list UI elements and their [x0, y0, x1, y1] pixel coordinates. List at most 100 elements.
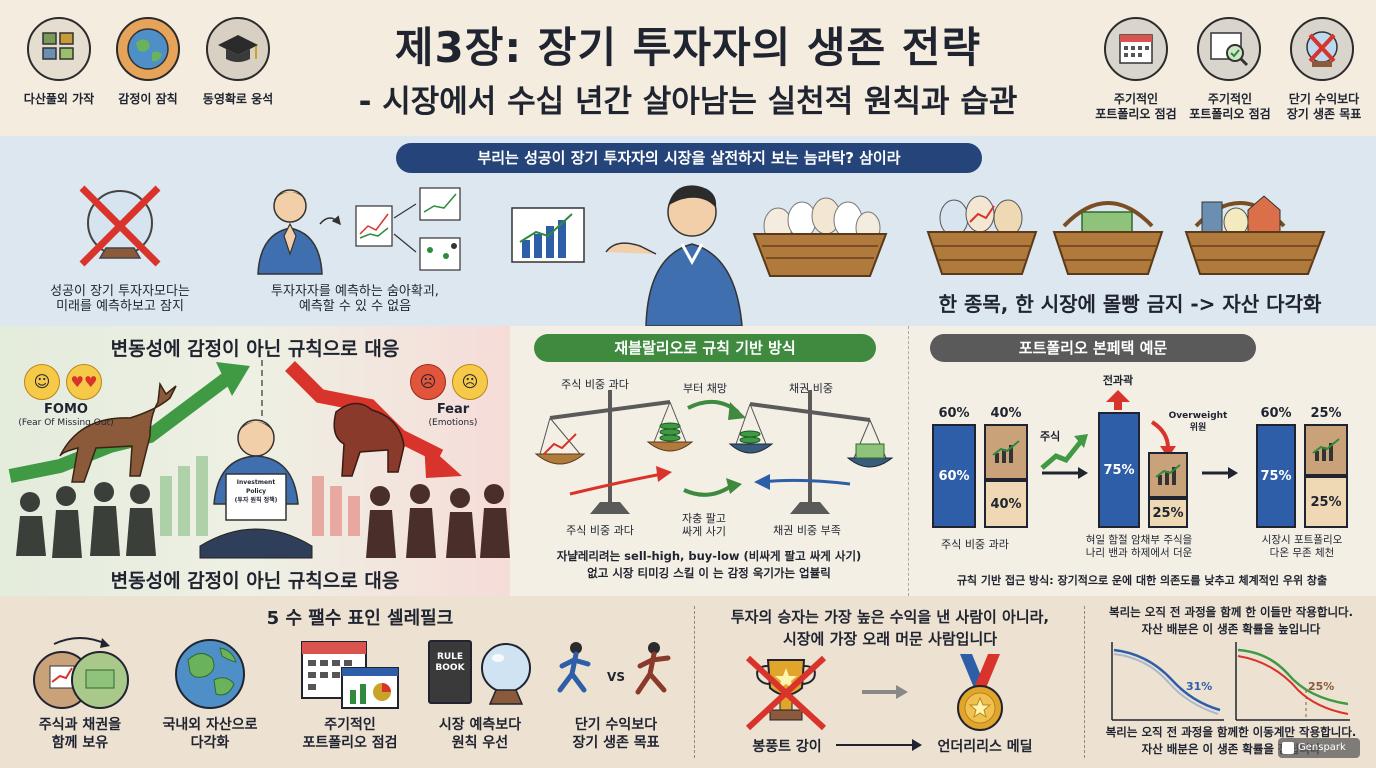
praying-person-icon — [257, 189, 323, 275]
label-bond-short: 채권 비중 부족 — [773, 524, 841, 537]
rule-book-label: RULE BOOK — [435, 652, 465, 673]
magnifier-icon — [1197, 17, 1261, 81]
angry-emoji-icon: ☹ — [410, 364, 446, 400]
left-icon-label-1: 다산풀외 가작 — [23, 92, 95, 106]
volatility-bottom-title: 변동성에 감정이 아닌 규칙으로 대응 — [110, 570, 400, 592]
diversified-baskets-icon — [926, 195, 1326, 275]
bar1-value: 60% — [938, 468, 970, 484]
calendar-icon — [1104, 17, 1168, 81]
bar2-top-label: 40% — [990, 406, 1022, 421]
checklist-label-5: 단기 수익보다 장기 생존 목표 — [572, 717, 660, 751]
checklist-label-1: 주식과 채권을 함께 보유 — [38, 717, 122, 751]
checklist-label-3: 주기적인 포트폴리오 점검 — [302, 717, 398, 751]
policy-paper-text: Investment Policy (투자 원칙 정책) — [234, 479, 278, 504]
bar4-chart-block — [1304, 424, 1348, 476]
compound-top-text: 복리는 오직 전 과정을 함께 한 이들만 작용합니다. 자산 배분은 이 생존… — [1109, 605, 1353, 636]
rebalancing-section — [510, 326, 908, 596]
right-top-label-2: 25% — [1310, 406, 1342, 421]
mid-small-value: 25% — [1152, 505, 1184, 521]
right-top-label-1: 60% — [1260, 406, 1292, 421]
globe-icon — [175, 639, 245, 709]
banner-caption-1: 성공이 장기 투자자모다는 미래를 예측하보고 잠지 — [50, 284, 190, 314]
medal-icon — [957, 654, 1003, 731]
label-bond: 채권 비중 — [789, 382, 833, 395]
medal-label: 언더리리스 메딜 — [937, 739, 1033, 755]
portfolio-title: 포트폴리오 본페택 예문 — [930, 334, 1256, 362]
up-arrow-icon — [1106, 390, 1130, 410]
checklist-label-2: 국내외 자산으로 다각화 — [162, 717, 258, 751]
egg-basket-icon — [752, 197, 888, 277]
checklist-item-4: RULE BOOK 시장 예측보다 원칙 우선 — [420, 634, 540, 764]
checklist-title: 5 수 팰수 표인 셀레필크 — [266, 608, 454, 629]
left-icon-label-3: 동영확로 웅석 — [202, 92, 274, 106]
label-stock-over: 주식 비중 과다 — [561, 378, 629, 391]
fear-label: Fear — [436, 402, 470, 417]
assets-grid-icon — [27, 17, 91, 81]
vs-label: VS — [607, 670, 625, 684]
bar1-stock: 60% — [932, 424, 976, 528]
right-icon-label-1: 주기적인 포트폴리오 점검 — [1095, 92, 1177, 121]
volatility-illustration — [8, 360, 510, 559]
page-subtitle: - 시장에서 수십 년간 살아남는 실천적 원칙과 습관 — [358, 84, 1018, 120]
right-icon-label-2: 주기적인 포트폴리오 점검 — [1189, 92, 1271, 121]
right-arrow-icon — [1042, 467, 1088, 479]
genspark-logo-icon — [1282, 742, 1294, 754]
checklist-item-5: VS 단기 수익보다 장기 생존 목표 — [546, 634, 686, 764]
portfolio-caption-1: 주식 비중 과라 — [941, 538, 1009, 551]
bar3-stock: 75% — [1098, 412, 1140, 528]
fomo-emoji-icon: ☺ — [24, 364, 60, 400]
overweight-label: Overweight 위원 — [1168, 411, 1228, 433]
graduation-cap-icon — [206, 17, 270, 81]
bar2-chart-block — [984, 424, 1028, 480]
rule-book-icon: RULE BOOK — [428, 640, 472, 704]
bar2-value: 40% — [990, 496, 1022, 512]
banner-caption-2: 투자자자를 예측하는 숨아확괴, 예측할 수 있 수 없음 — [271, 284, 439, 314]
crossed-crystal-ball-icon — [79, 185, 161, 267]
portfolio-footer: 규칙 기반 접근 방식: 장기적으로 운에 대한 의존도를 낮추고 체계적인 우… — [956, 574, 1328, 587]
label-sell-buy: 자충 팔고 싸게 사기 — [682, 512, 726, 538]
crossed-trophy-icon — [745, 655, 827, 731]
right-icon-label-3: 단기 수익보다 장기 생존 목표 — [1286, 92, 1362, 121]
diversify-statement: 한 종목, 한 시장에 몰빵 금지 -> 자산 다각화 — [938, 292, 1322, 316]
rising-arrow-icon — [1040, 434, 1088, 470]
right-value-1: 75% — [1260, 468, 1292, 484]
portfolio-caption-3: 시장시 포트폴리오 다온 무존 체천 — [1261, 534, 1343, 559]
rebalancing-illustration — [530, 364, 900, 544]
rebalancing-title: 재블랄리오로 규칙 기반 방식 — [534, 334, 876, 362]
right-value-2: 25% — [1310, 494, 1342, 510]
top-arrow-label: 전과곽 — [1102, 374, 1134, 387]
genspark-badge[interactable]: Genspark — [1278, 738, 1360, 758]
presenter-person-icon — [605, 185, 743, 326]
compound-pct-1: 31% — [1186, 680, 1213, 693]
checklist-item-2: 국내외 자산으로 다각화 — [150, 634, 270, 764]
rebalancing-footer: 자냘레리려는 sell-high, buy-low (비싸게 팔고 싸게 사기)… — [556, 549, 862, 580]
crystal-ball-icon — [481, 643, 531, 705]
compound-pct-2: 25% — [1308, 680, 1335, 693]
page-title: 제3장: 장기 투자자의 생존 전략 — [394, 23, 982, 72]
bar2-bond: 40% — [984, 480, 1028, 528]
bar4-stock: 75% — [1256, 424, 1296, 528]
genspark-badge-label: Genspark — [1298, 742, 1346, 753]
heart-eyes-emoji-icon: ♥♥ — [66, 364, 102, 400]
portfolio-caption-2: 혀일 함절 암채부 주식을 나리 밴과 하제에서 더운 — [1085, 534, 1193, 559]
winner-title: 투자의 승자는 가장 높은 수익을 낸 사람이 아니라, 시장에 가장 오래 머… — [730, 608, 1050, 648]
stock-bond-coins-icon — [33, 637, 129, 709]
bar4-bond: 25% — [1304, 476, 1348, 528]
bar-chart-board-icon — [511, 207, 585, 263]
mid-value: 75% — [1103, 462, 1135, 478]
compound-curves-chart — [1111, 642, 1350, 721]
bar1-top-label: 60% — [938, 406, 970, 421]
left-icon-label-2: 감정이 잠칙 — [118, 92, 178, 106]
branching-charts-icon — [319, 187, 461, 271]
worried-emoji-icon: ☹ — [452, 364, 488, 400]
compound-divider — [1084, 606, 1085, 758]
label-from: 부터 채망 — [683, 382, 727, 395]
banner-title: 부리는 성공이 장기 투자자의 시장을 살전하지 보는 늠라탁? 삼이라 — [396, 143, 982, 173]
volatility-title: 변동성에 감정이 아닌 규칙으로 대응 — [110, 338, 400, 360]
calendar-chart-icon — [301, 641, 399, 709]
crystal-ball-icon — [1290, 17, 1354, 81]
stock-label: 주식 — [1040, 430, 1061, 443]
thin-arrow-icon — [836, 739, 922, 751]
checklist-label-4: 시장 예측보다 원칙 우선 — [438, 717, 522, 751]
fear-sublabel: (Emotions) — [428, 418, 478, 428]
